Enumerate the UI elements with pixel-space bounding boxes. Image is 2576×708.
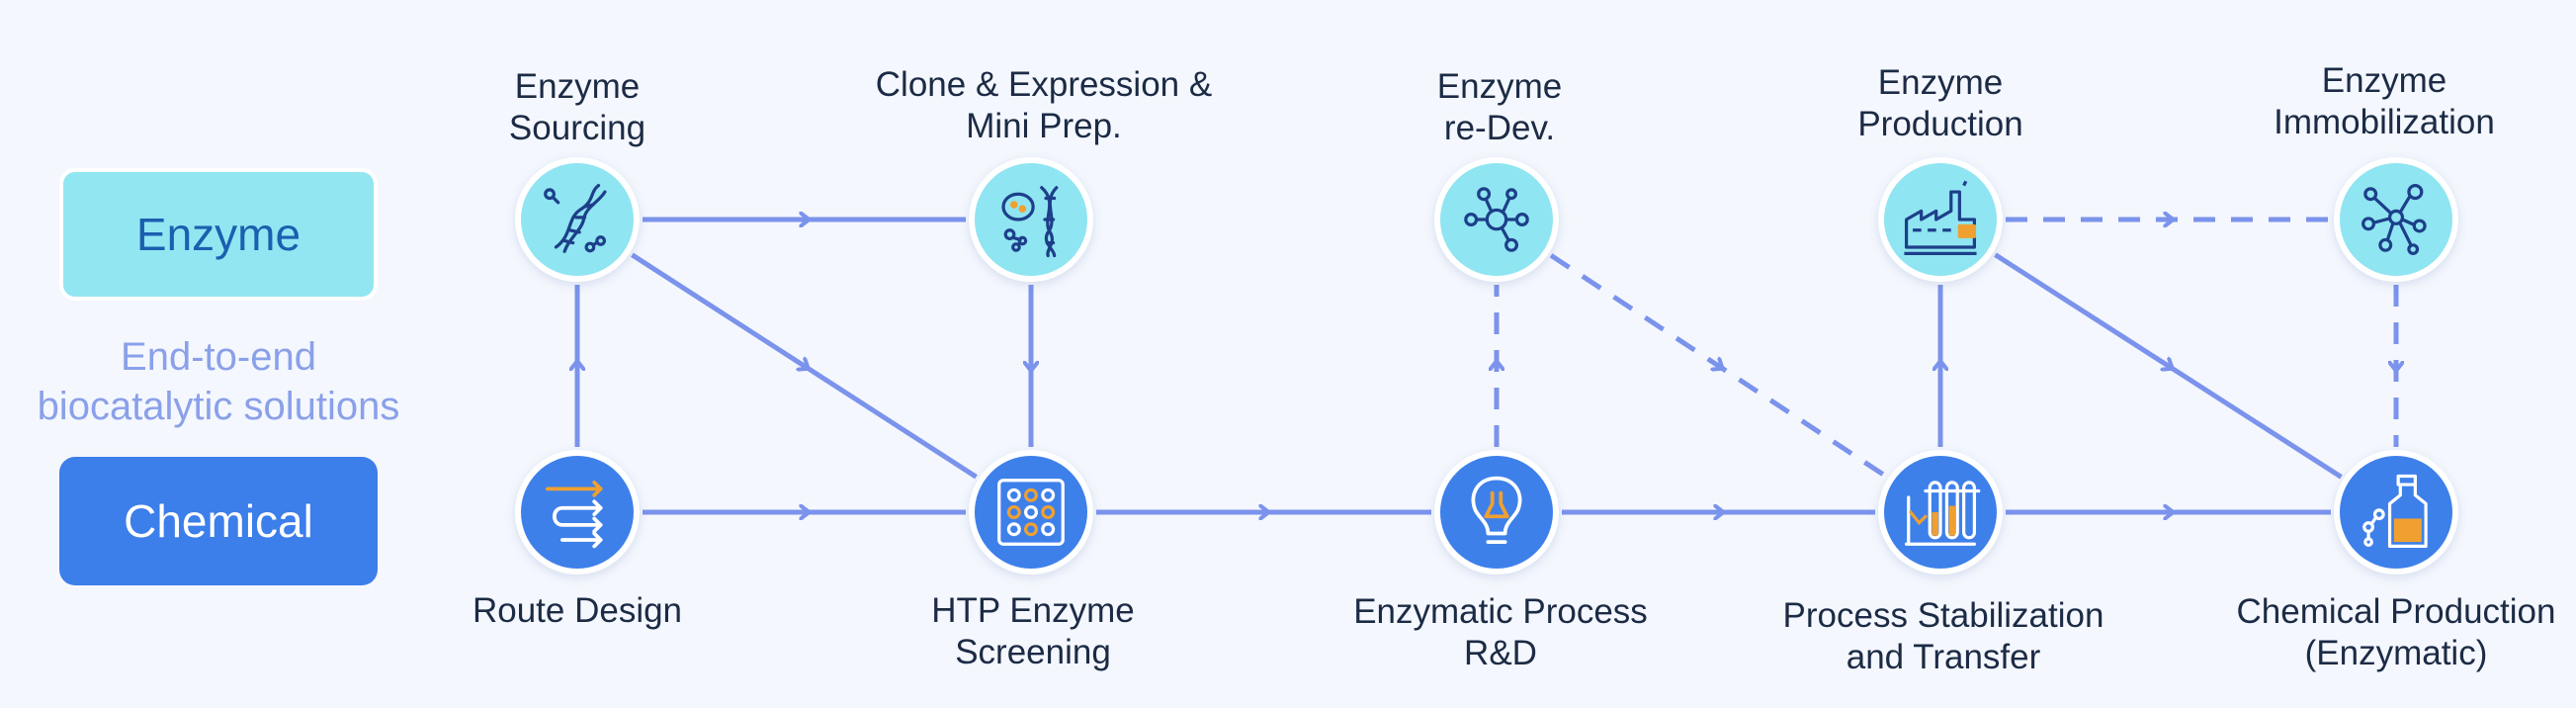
enzymatic-process-label: Enzymatic Process R&D [1293, 591, 1708, 674]
enzyme-immobilization-node [2334, 157, 2458, 282]
label-line: Screening [955, 633, 1111, 671]
lightbulb-flask-icon [1471, 476, 1522, 544]
route-arrows-icon [546, 481, 603, 549]
legend-chemical-label: Chemical [124, 495, 313, 547]
tagline-line-1: End-to-end [121, 335, 316, 379]
label-line: Clone & Expression & [875, 65, 1213, 104]
connector-enzyme_sourcing-to-htp_screening [631, 252, 978, 480]
route-design-label: Route Design [370, 590, 785, 632]
label-line: Mini Prep. [966, 107, 1122, 145]
enzyme-sourcing-label: Enzyme Sourcing [370, 66, 785, 149]
enzyme-production-label: Enzyme Production [1733, 62, 2148, 145]
label-line: Route Design [472, 591, 683, 630]
clone-expression-label: Clone & Expression & Mini Prep. [836, 64, 1251, 147]
process-stabilization-node [1878, 450, 2003, 575]
test-tubes-icon [1904, 481, 1981, 546]
label-line: (Enzymatic) [2304, 634, 2488, 672]
clone-expression-node [969, 157, 1093, 282]
legend-tagline: End-to-end biocatalytic solutions [0, 332, 437, 431]
connector-enzyme_redev-to-process_stabilization [1549, 253, 1888, 479]
enzymatic-process-node [1434, 450, 1559, 575]
label-line: Enzyme [1877, 63, 2004, 102]
connector-enzyme_production-to-chemical_production [1994, 252, 2343, 480]
label-line: Production [1857, 105, 2023, 143]
legend-enzyme-label: Enzyme [135, 209, 301, 260]
reagent-bottle-icon [2362, 474, 2428, 549]
enzyme-sourcing-node [515, 157, 640, 282]
route-design-node [515, 450, 640, 575]
cell-dna-icon [1001, 186, 1059, 258]
label-line: and Transfer [1846, 638, 2041, 676]
tagline-line-2: biocatalytic solutions [37, 385, 400, 428]
chemical-production-label: Chemical Production (Enzymatic) [2189, 591, 2576, 674]
label-line: Enzyme [1436, 67, 1563, 106]
label-line: Sourcing [508, 109, 646, 147]
dna-helix-icon [544, 183, 607, 253]
legend-enzyme-box: Enzyme [59, 168, 378, 301]
label-line: Enzymatic Process [1353, 592, 1648, 631]
process-stabilization-label: Process Stabilization and Transfer [1736, 595, 2151, 678]
label-line: Enzyme [514, 67, 641, 106]
htp-screening-node [969, 450, 1093, 575]
well-plate-icon [997, 479, 1065, 546]
label-line: R&D [1464, 634, 1537, 672]
enzyme-redev-node [1434, 157, 1559, 282]
chemical-production-node [2334, 450, 2458, 575]
label-line: Enzyme [2321, 61, 2447, 100]
label-line: HTP Enzyme [931, 591, 1135, 630]
molecular-network-icon [2361, 183, 2427, 256]
label-line: Immobilization [2274, 103, 2495, 141]
legend-chemical-box: Chemical [59, 457, 378, 585]
label-line: re-Dev. [1443, 109, 1556, 147]
molecule-icon [1464, 187, 1529, 252]
label-line: Process Stabilization [1782, 596, 2104, 635]
enzyme-immobilization-label: Enzyme Immobilization [2177, 60, 2576, 143]
enzyme-redev-label: Enzyme re-Dev. [1292, 66, 1707, 149]
enzyme-production-node [1878, 157, 2003, 282]
htp-screening-label: HTP Enzyme Screening [825, 590, 1241, 673]
factory-icon [1904, 180, 1977, 256]
label-line: Chemical Production [2236, 592, 2556, 631]
